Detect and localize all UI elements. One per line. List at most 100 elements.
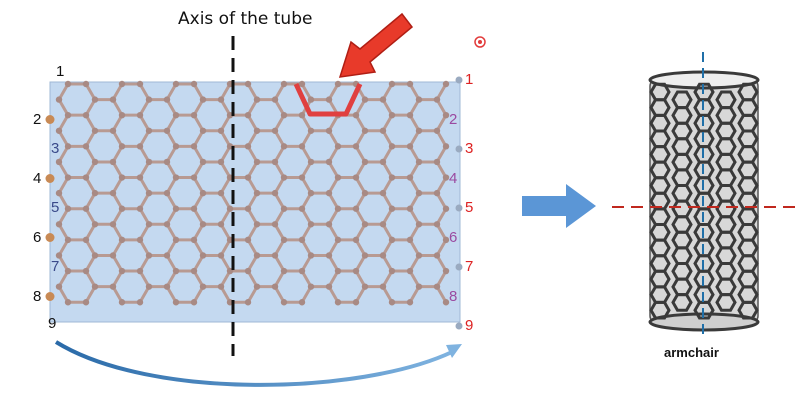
carbon-atom [388,236,396,244]
carbon-atom [136,299,144,306]
carbon-atom [271,189,279,197]
carbon-atom [109,158,117,166]
left-edge-label: 6 [33,228,42,246]
carbon-atom [298,267,306,275]
carbon-atom [244,143,252,150]
carbon-atom [136,143,144,150]
edge-atom [455,76,463,84]
carbon-atom [109,127,117,134]
carbon-atom [442,267,450,275]
carbon-atom [334,236,342,244]
carbon-atom [91,189,99,197]
carbon-atom [442,143,450,150]
carbon-atom [118,174,126,181]
carbon-atom [145,221,153,228]
carbon-atom [352,236,360,244]
carbon-atom [136,174,144,181]
carbon-atom [352,205,360,212]
carbon-atom [271,283,279,290]
carbon-atom [64,267,72,275]
carbon-atom [361,127,369,134]
carbon-atom [91,127,99,134]
carbon-atom [298,236,306,244]
carbon-atom [271,252,279,259]
carbon-atom [217,252,225,259]
carbon-atom [109,221,117,228]
nanotube-hexagon [693,300,715,320]
carbon-atom [433,221,441,228]
left-edge-label: 2 [33,110,42,128]
carbon-atom [199,96,207,103]
carbon-atom [163,252,171,259]
left-edge-label: 7 [51,258,60,275]
carbon-atom [199,127,207,134]
carbon-atom [82,236,90,244]
carbon-atom [190,111,198,119]
edge-atom [455,263,463,271]
carbon-atom [64,80,72,88]
carbon-atom [325,96,333,103]
carbon-atom [433,252,441,259]
carbon-atom [334,80,342,88]
carbon-atom [64,236,72,244]
carbon-atom [118,236,126,244]
carbon-atom [253,158,261,166]
carbon-atom [244,80,252,88]
carbon-atom [118,80,126,88]
carbon-atom [361,221,369,228]
carbon-atom [415,252,423,259]
carbon-atom [433,189,441,197]
carbon-atom [379,158,387,166]
carbon-atom [82,299,90,306]
carbon-atoms [55,80,450,306]
carbon-atom [244,205,252,212]
carbon-atom [82,143,90,150]
carbon-atom [253,283,261,290]
nanotube-caption: armchair [664,345,719,360]
carbon-atom [379,252,387,259]
carbon-atom [172,143,180,150]
carbon-atom [280,80,288,88]
curved-arrow-icon [54,340,462,387]
carbon-atom [145,96,153,103]
carbon-atom [307,127,315,134]
carbon-atom [442,111,450,119]
right-edge-label: 7 [465,258,474,275]
carbon-atom [379,96,387,103]
carbon-atom [253,127,261,134]
carbon-atom [82,174,90,181]
carbon-atom [442,174,450,181]
right-edge-label: 6 [449,228,458,246]
left-edge-label: 9 [48,315,57,332]
carbon-atom [118,143,126,150]
carbon-atom [91,221,99,228]
carbon-atom [172,80,180,88]
carbon-atom [334,267,342,275]
carbon-atom [388,267,396,275]
carbon-atom [244,111,252,119]
carbon-atom [64,174,72,181]
carbon-atom [190,267,198,275]
left-edge-label: 8 [33,287,42,305]
carbon-atom [190,174,198,181]
nanotube-hexagon [737,300,759,320]
carbon-atom [415,189,423,197]
carbon-atom [325,252,333,259]
carbon-atom [442,299,450,306]
carbon-atom [334,299,342,306]
carbon-atom [280,267,288,275]
carbon-atom [379,221,387,228]
carbon-atom [352,111,360,119]
carbon-atom [433,158,441,166]
right-edge-label: 5 [465,199,474,216]
carbon-atom [199,252,207,259]
axis-title: Axis of the tube [178,9,313,29]
carbon-atom [199,221,207,228]
carbon-atom [325,127,333,134]
carbon-atom [280,111,288,119]
carbon-atom [415,96,423,103]
carbon-atom [199,158,207,166]
carbon-atom [64,143,72,150]
carbon-atom [118,299,126,306]
carbon-atom [109,96,117,103]
